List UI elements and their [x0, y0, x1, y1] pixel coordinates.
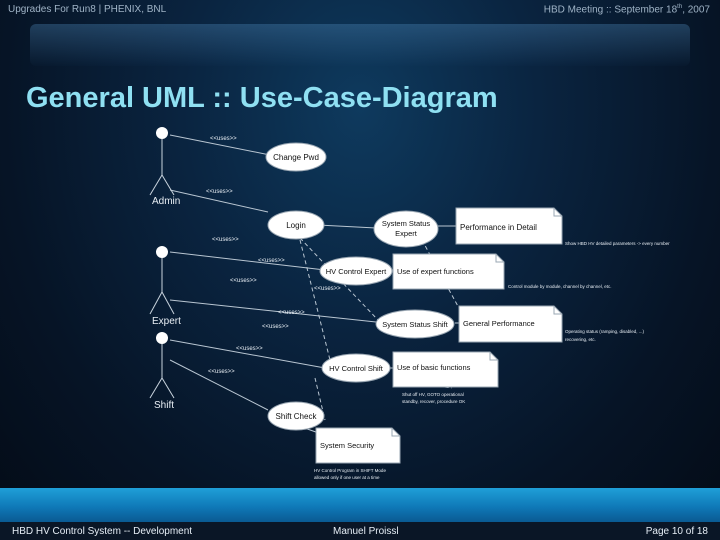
header-right-sup: th — [677, 4, 683, 10]
annotations: Show HBD HV detailed parameters -> every… — [314, 241, 670, 480]
line-admin-login — [169, 189, 269, 213]
note-system-security-label: System Security — [320, 441, 374, 450]
note-system-security: System Security — [315, 427, 401, 464]
actor-shift-leg-left — [149, 377, 163, 399]
actor-expert-leg-right — [161, 291, 175, 315]
rel-label-3: <<uses>> — [212, 237, 239, 243]
header-right: HBD Meeting :: September 18th, 2007 — [544, 4, 710, 15]
usecase-system-status-expert-label1: System Status — [382, 219, 431, 228]
annotation-basic-functions-1: Shut off HV, GOTO operational — [402, 392, 464, 397]
line-login-systemstatus — [317, 224, 377, 229]
usecase-system-status-expert-label2: Expert — [395, 229, 418, 238]
header-right-suffix: , 2007 — [682, 4, 710, 16]
usecase-system-status-shift-label: System Status Shift — [382, 320, 448, 329]
annotation-performance-detail: Show HBD HV detailed parameters -> every… — [565, 241, 670, 246]
annotation-system-security-2: allowed only if one user at a time — [314, 475, 380, 480]
actor-admin-label: Admin — [152, 196, 180, 207]
footer-author: Manuel Proissl — [333, 526, 399, 537]
note-expert-functions-label: Use of expert functions — [397, 267, 474, 276]
usecase-change-pwd: Change Pwd — [265, 142, 327, 172]
actor-expert-head — [156, 246, 168, 258]
dashed-login-hvshift — [299, 239, 331, 361]
header-right-prefix: HBD Meeting :: September 18 — [543, 4, 678, 16]
rel-label-8: <<uses>> — [262, 324, 289, 330]
usecase-shift-check: Shift Check — [267, 401, 325, 431]
annotation-system-security-1: HV Control Program in SHIFT Mode — [314, 468, 386, 473]
relationship-lines — [169, 134, 460, 438]
note-general-performance: General Performance — [458, 305, 563, 343]
actor-admin-leg-right — [161, 174, 175, 196]
actor-shift-head — [156, 332, 168, 344]
bottom-band — [0, 488, 720, 522]
rel-label-9: <<uses>> — [236, 346, 263, 352]
actor-expert: Expert — [149, 246, 181, 327]
rel-label-10: <<uses>> — [208, 369, 235, 375]
actor-admin-leg-left — [149, 174, 163, 196]
line-shift-shiftcheck — [169, 359, 269, 411]
note-general-performance-label: General Performance — [463, 319, 535, 328]
actor-admin: Admin — [149, 127, 180, 207]
actor-expert-label: Expert — [152, 316, 181, 327]
rel-label-7: <<uses>> — [278, 310, 305, 316]
annotation-general-performance-1: Operating status (ramping, disabled, ...… — [565, 329, 645, 334]
rel-label-5: <<uses>> — [230, 278, 257, 284]
footer-left: HBD HV Control System -- Development — [12, 526, 193, 537]
rel-label-1: <<uses>> — [210, 136, 237, 142]
rel-label-4: <<uses>> — [258, 258, 285, 264]
note-basic-functions: Use of basic functions — [392, 351, 499, 388]
relation-labels: <<uses>> <<uses>> <<uses>> <<uses>> <<us… — [206, 136, 341, 375]
note-performance-detail: Performance in Detail — [455, 207, 563, 245]
annotation-general-performance-2: recovering, etc. — [565, 337, 596, 342]
note-expert-functions: Use of expert functions — [392, 253, 505, 290]
usecase-system-status-expert: System Status Expert — [373, 210, 439, 248]
footer-page-number: Page 10 of 18 — [645, 526, 708, 537]
usecase-hv-control-expert: HV Control Expert — [319, 256, 393, 286]
usecase-system-status-shift: System Status Shift — [375, 309, 455, 339]
usecase-change-pwd-label: Change Pwd — [273, 153, 319, 162]
usecase-hv-control-expert-label: HV Control Expert — [326, 267, 387, 276]
line-admin-changepwd — [169, 134, 271, 156]
annotation-expert-functions: Control module by module, channel by cha… — [508, 284, 612, 289]
line-shift-hvshift — [169, 339, 326, 369]
note-basic-functions-label: Use of basic functions — [397, 363, 471, 372]
actor-admin-head — [156, 127, 168, 139]
note-performance-detail-label: Performance in Detail — [460, 223, 537, 232]
usecase-login: Login — [267, 210, 325, 240]
top-glow-band — [30, 24, 690, 66]
actor-shift-label: Shift — [154, 400, 174, 411]
footer-bar — [0, 522, 720, 540]
line-expert-statusshift — [169, 299, 377, 323]
actor-expert-leg-left — [149, 291, 163, 315]
rel-label-6: <<uses>> — [314, 286, 341, 292]
rel-label-2: <<uses>> — [206, 189, 233, 195]
actor-shift-leg-right — [161, 377, 175, 399]
line-expert-hvexpert — [169, 251, 326, 271]
dashed-status-shiftstatus — [421, 239, 461, 311]
usecase-login-label: Login — [286, 221, 306, 230]
header-left: Upgrades For Run8 | PHENIX, BNL — [8, 4, 167, 15]
annotation-basic-functions-2: standby, recover, procedure OK — [402, 399, 465, 404]
usecase-shift-check-label: Shift Check — [276, 412, 318, 421]
actor-shift: Shift — [149, 332, 175, 411]
usecase-hv-control-shift-label: HV Control Shift — [329, 364, 384, 373]
usecase-hv-control-shift: HV Control Shift — [321, 353, 391, 383]
slide-title: General UML :: Use-Case-Diagram — [26, 82, 498, 114]
